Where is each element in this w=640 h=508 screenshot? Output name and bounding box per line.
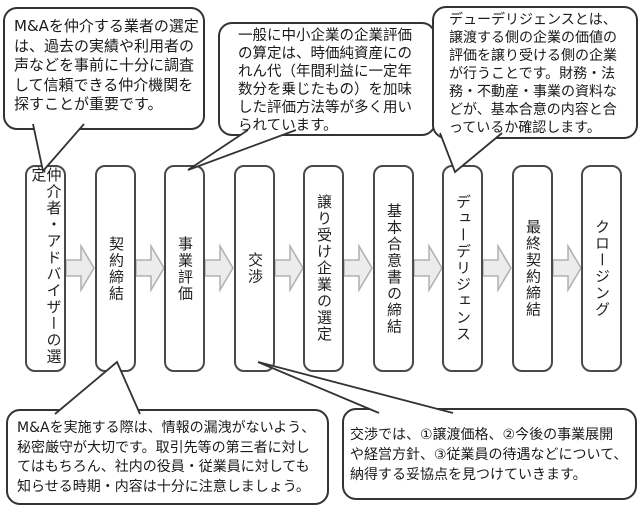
callout-text-line: の算定は、時価純資産にの [238,46,412,62]
flow-arrow-icon [552,243,582,293]
callout-due-diligence: デューデリジェンスとは、 譲渡する側の企業の価値の 評価を譲り受ける側の企業 が… [432,6,638,139]
flow-step-negotiation: 交渉 [234,165,275,372]
callout-company-valuation: 一般に中小企業の企業評価 の算定は、時価純資産にの れん代（年間利益に一定年 数… [218,22,436,136]
flow-step-label: 事業評価 [176,235,194,302]
callout-text-line: てはもちろん、社内の役員・従業員に対しても [17,459,310,475]
callout-text-line: 秘密厳守が大切です。取引先等の第三者に対し [17,439,310,456]
flow-step-due-diligence: デューデリジェンス [442,165,483,372]
callout-text-line: っているか確認します。 [449,120,601,136]
callout-text-line: 譲渡する側の企業の価値の [449,30,617,46]
callout-text-line: して信頼できる仲介機関を [14,75,194,94]
callout-tail-negotiation-to-step4 [257,361,454,414]
flow-step-label: 最終契約締結 [524,219,542,318]
flow-step-label: 仲介者・アドバイザーの選定 [29,167,63,365]
flow-step-label: 基本合意書の締結 [385,202,403,335]
callout-tail-broker-to-step1 [32,123,85,173]
flow-step-final-contract: 最終契約締結 [512,165,553,372]
callout-negotiation-points: 交渉では、①譲渡価格、②今後の事業展開 や経営方針、③従業員の待遇などについて、… [342,408,637,500]
flow-arrow-icon [413,243,443,293]
callout-broker-selection: M&Aを仲介する業者の選定 は、過去の実績や利用者の 声などを事前に十分に調査 … [3,7,205,130]
callout-text-line: デューデリジェンスとは、 [449,12,617,28]
callout-text-line: 探すことが重要です。 [14,95,163,113]
flow-step-contract: 契約締結 [95,165,136,372]
callout-text-line: どが、基本合意の内容と合 [449,102,617,118]
flow-step-valuation: 事業評価 [164,165,205,372]
callout-text-line: 納得する妥協点を見つけていきます。 [350,467,587,483]
flow-arrow-icon [343,243,373,293]
flow-step-target-selection: 譲り受け企業の選定 [303,165,344,372]
callout-text-line: 交渉では、①譲渡価格、②今後の事業展開 [350,427,614,443]
callout-text-line: 一般に中小企業の企業評価 [238,28,412,44]
callout-text-line: や経営方針、③従業員の待遇などについて、 [350,447,628,463]
flow-step-label: デューデリジェンス [454,194,472,343]
callout-confidentiality: M&Aを実施する際は、情報の漏洩がないよう、 秘密厳守が大切です。取引先等の第三… [6,409,329,505]
flow-arrow-icon [65,243,95,293]
callout-text-line: M&Aを実施する際は、情報の漏洩がないよう、 [17,420,316,436]
callout-text-line: が行うことです。財務・法 [449,66,616,82]
callout-tail-valuation-to-step3 [187,129,297,171]
callout-text-line: 声などを事前に十分に調査 [14,56,195,74]
callout-text-line: 評価を譲り受ける側の企業 [449,48,617,64]
callout-text-line: 知らせる時期・内容は十分に注意しましょう。 [17,478,310,495]
flow-arrow-icon [135,243,165,293]
flow-arrow-icon [274,243,304,293]
flow-step-broker-selection: 仲介者・アドバイザーの選定 [25,165,66,372]
callout-text-line: 数分を乗じたもの）を加味 [238,82,412,98]
callout-text-line: M&Aを仲介する業者の選定 [14,17,199,35]
callout-text-line: れん代（年間利益に一定年 [238,64,412,80]
callout-text-line: 務・不動産・事業の資料な [449,84,617,100]
flow-step-label: クロージング [593,219,611,318]
flow-step-label: 契約締結 [107,235,125,302]
callout-text-line: は、過去の実績や利用者の [14,36,195,55]
callout-text-line: した評価方法等が多く用い [238,100,412,116]
flow-step-basic-agreement: 基本合意書の締結 [373,165,414,372]
flow-step-label: 交渉 [246,252,264,285]
flow-step-closing: クロージング [581,165,622,372]
callout-text-line: られています。 [238,118,338,134]
flow-arrow-icon [482,243,512,293]
flow-step-label: 譲り受け企業の選定 [315,194,333,343]
flow-arrow-icon [204,243,234,293]
